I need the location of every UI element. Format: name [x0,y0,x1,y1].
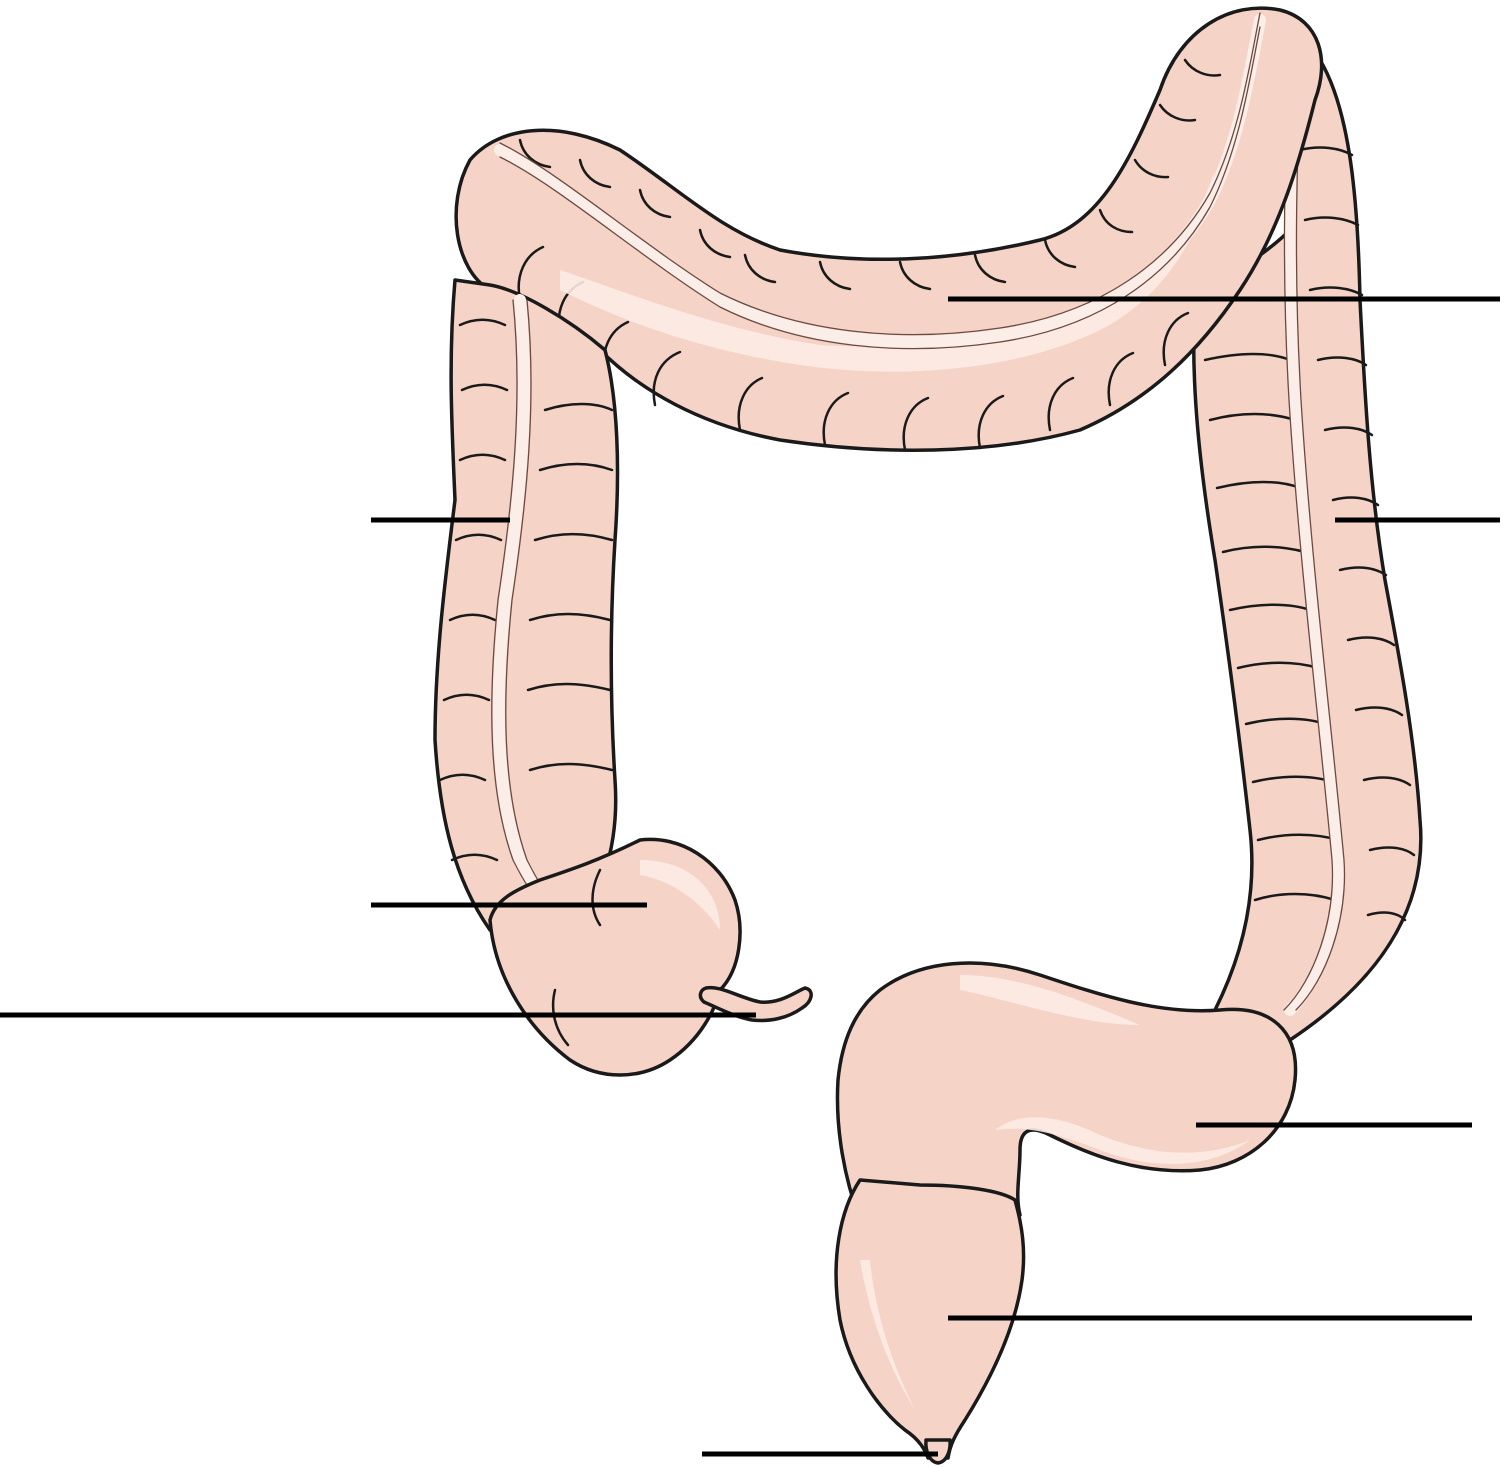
transverse-colon [454,6,1324,452]
sigmoid-colon [835,961,1298,1222]
appendix [698,985,813,1023]
rectum [834,1178,1026,1460]
label-lines [0,296,1500,1457]
